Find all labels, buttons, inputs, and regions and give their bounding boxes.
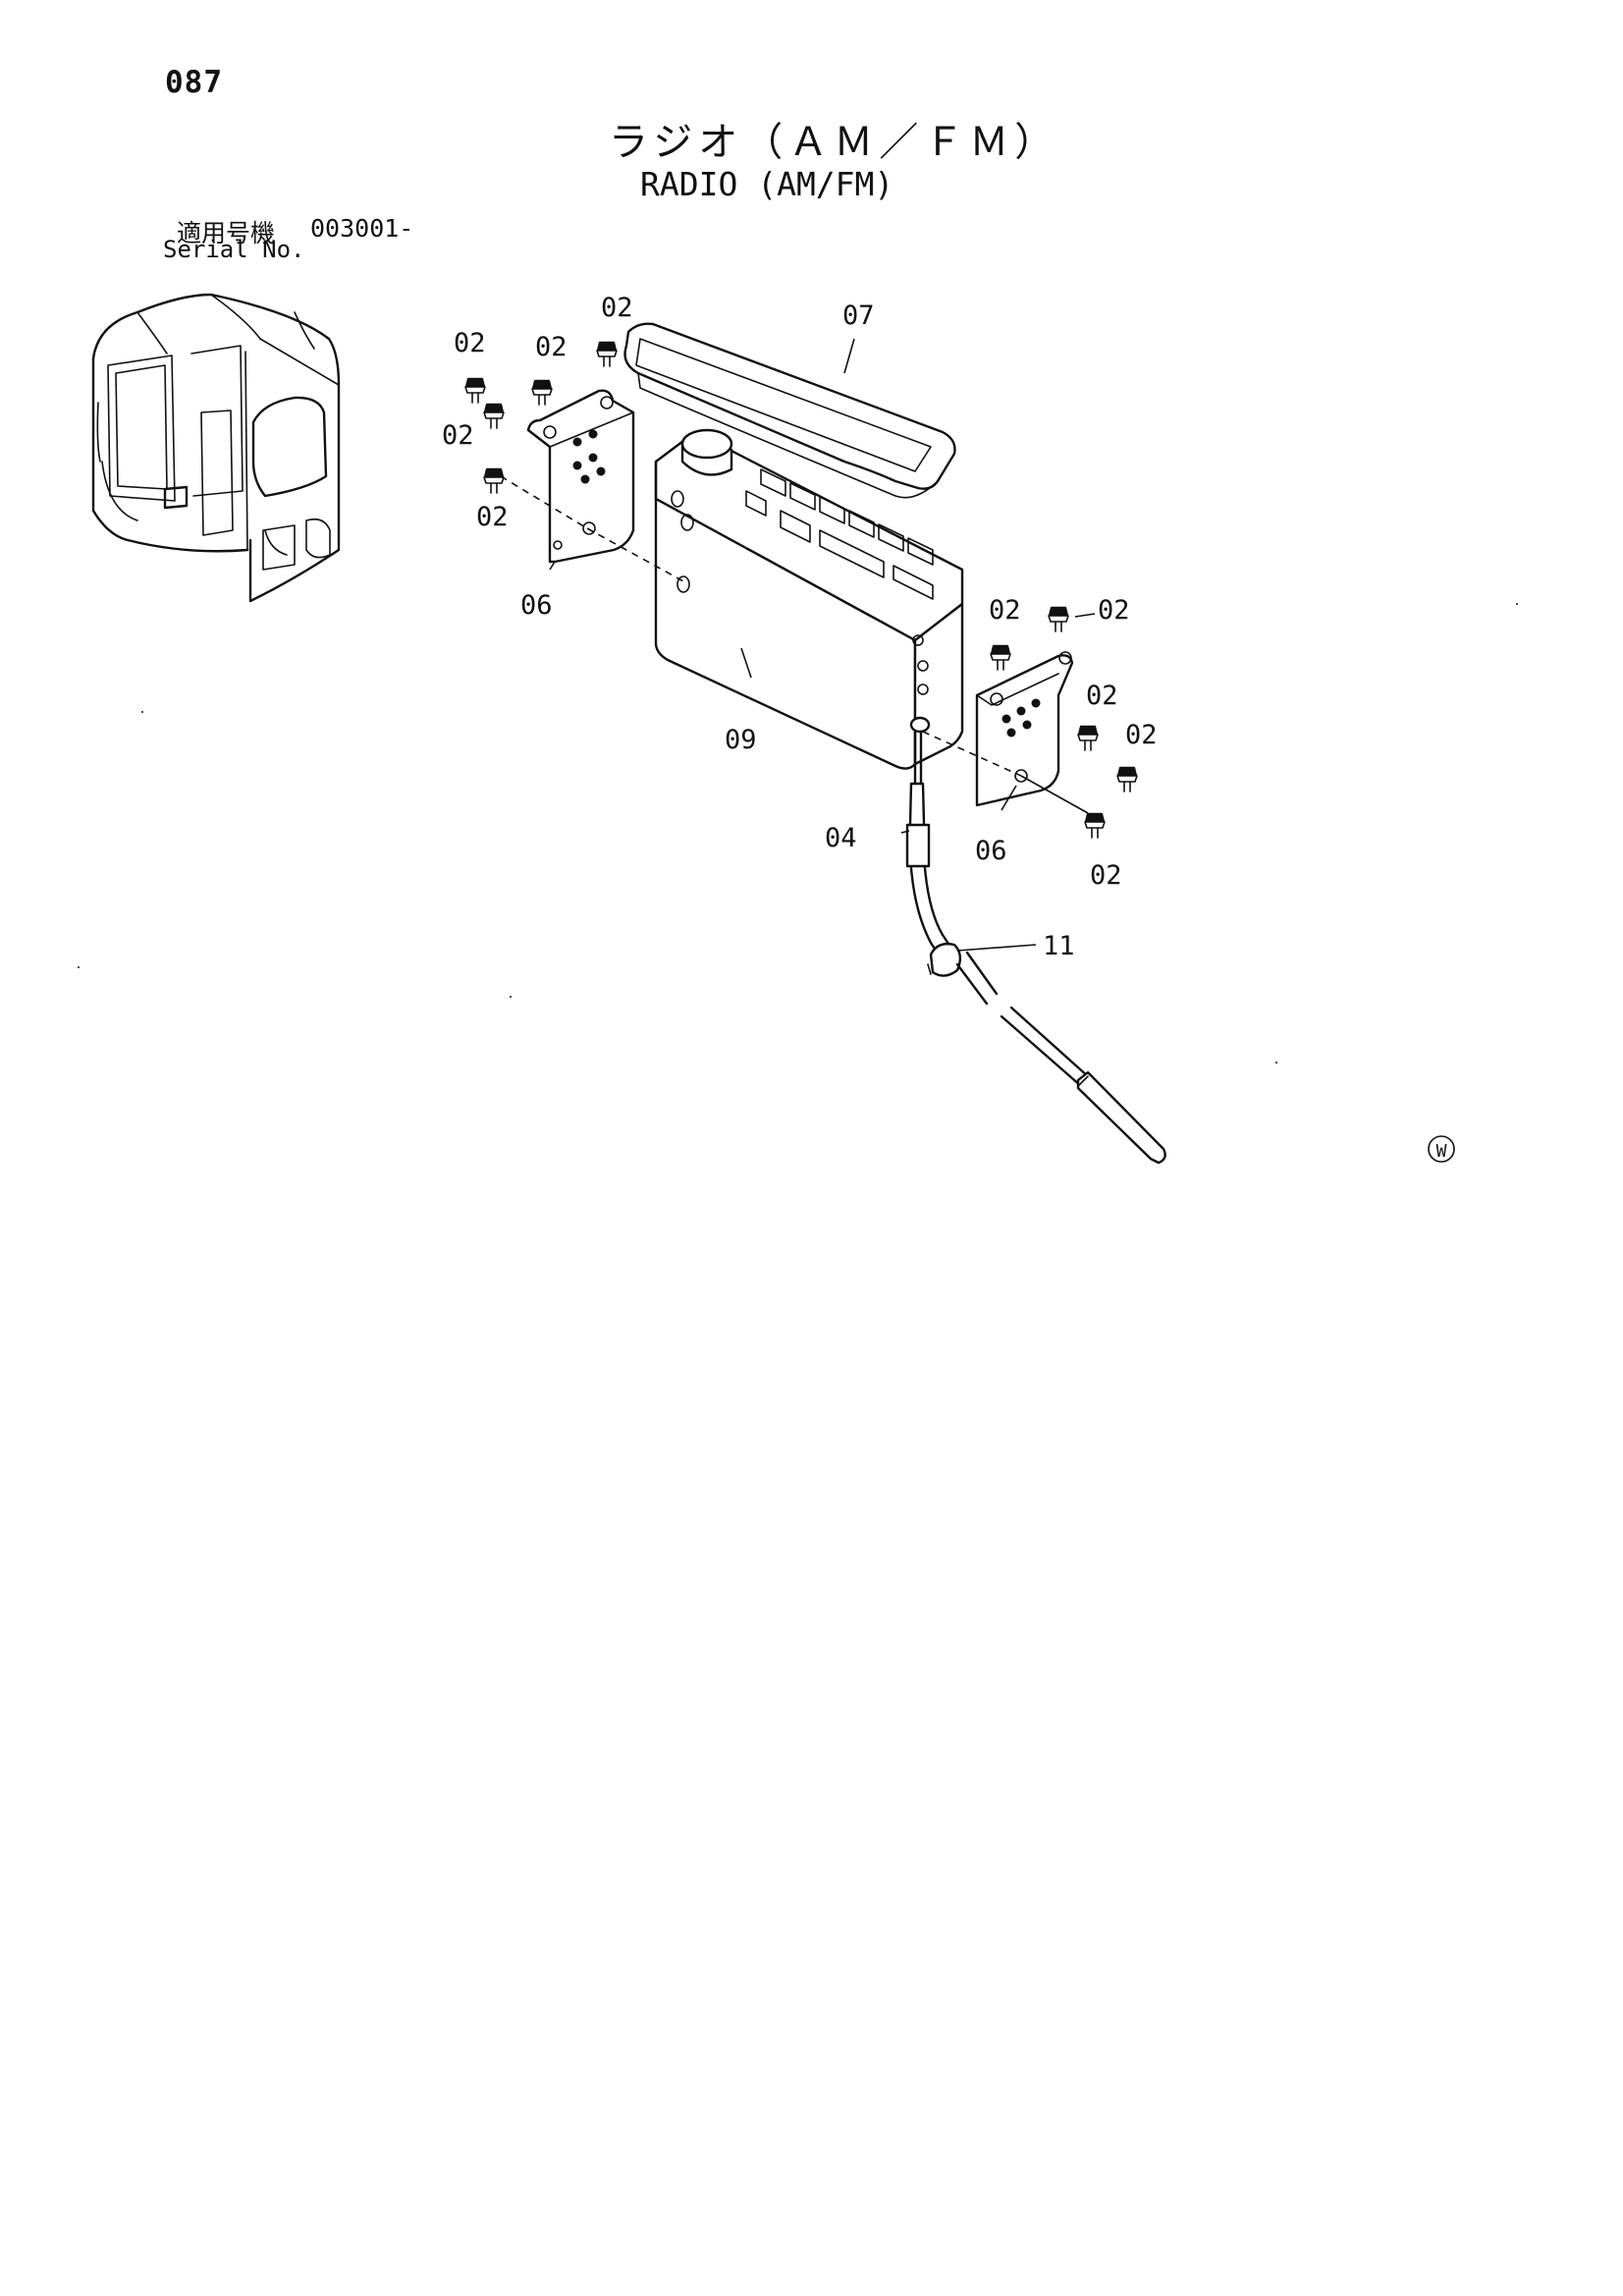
callout-09: 09 — [725, 725, 757, 755]
scan-specks — [78, 603, 1518, 1064]
callout-labels: 02 02 02 02 02 02 02 02 02 02 04 06 06 0… — [442, 293, 1158, 961]
part-06-bracket-left — [526, 389, 635, 564]
assembly-dashed-lines — [500, 475, 1089, 814]
serial-label-japanese: 適用号機 — [177, 219, 276, 247]
part-04-antenna-connector — [905, 730, 956, 962]
callout-02-d: 02 — [442, 420, 474, 451]
callout-02-b: 02 — [535, 332, 568, 362]
callout-02-f: 02 — [989, 595, 1021, 626]
page-title-english: RADIO (AM/FM) — [640, 165, 894, 203]
cab-location-illustration — [91, 293, 341, 603]
callout-06-right: 06 — [975, 836, 1007, 866]
part-07-pad — [623, 322, 956, 499]
part-06-bracket-right — [975, 651, 1074, 807]
callout-02-h: 02 — [1086, 681, 1118, 711]
leader-lines — [549, 338, 1096, 952]
callout-02-a: 02 — [454, 328, 486, 358]
svg-text:W: W — [1436, 1141, 1447, 1162]
callout-11: 11 — [1043, 931, 1075, 961]
part-11-cable-clip — [927, 942, 962, 977]
callout-04: 04 — [825, 823, 857, 853]
callout-02-c: 02 — [601, 293, 633, 323]
radio-knob — [680, 428, 733, 476]
callout-06-left: 06 — [520, 590, 553, 621]
w-marker: W — [1428, 1135, 1455, 1163]
page-number: 087 — [165, 65, 223, 100]
part-02-screws — [464, 341, 1138, 839]
callout-02-e: 02 — [476, 502, 509, 532]
callout-02-j: 02 — [1090, 860, 1122, 891]
radio-buttons — [745, 468, 934, 600]
serial-number-value: 003001- — [310, 214, 414, 243]
callout-02-i: 02 — [1125, 720, 1158, 750]
serial-label-english: Serial No. — [163, 236, 305, 263]
callout-02-g: 02 — [1098, 595, 1130, 626]
callout-07: 07 — [842, 301, 875, 331]
part-09-radio-unit — [654, 428, 964, 770]
page-title-japanese: ラジオ（ＡＭ／ＦＭ） — [609, 120, 1060, 165]
antenna-cable — [955, 951, 1166, 1165]
